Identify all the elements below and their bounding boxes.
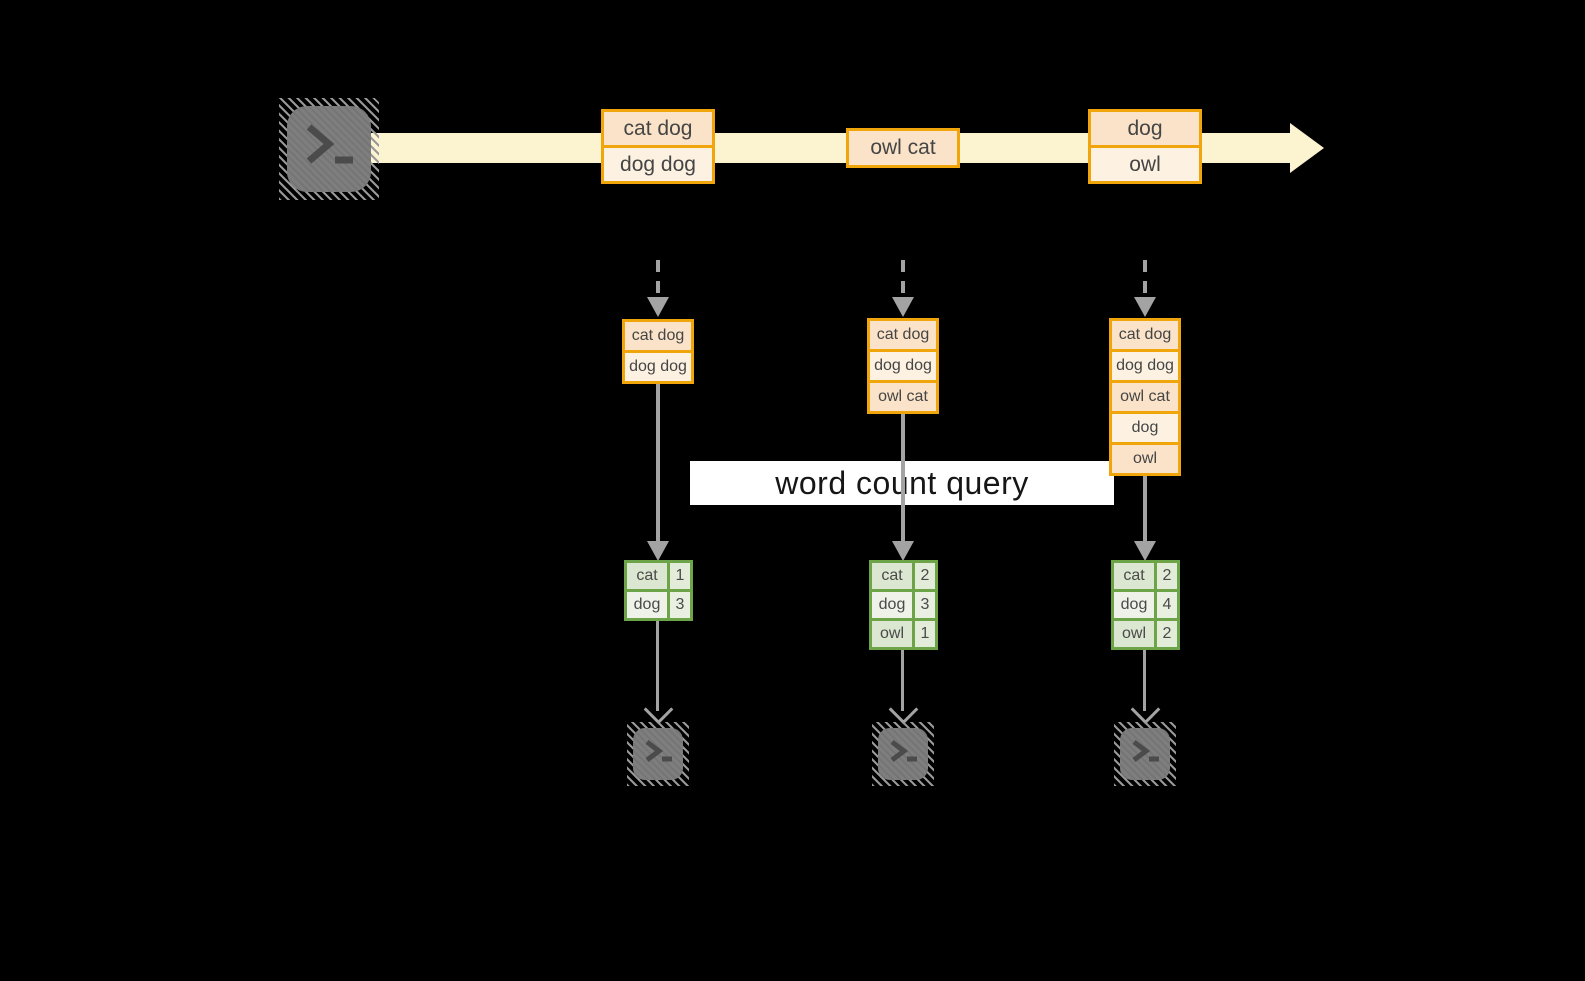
state-table-1: cat dog dog dog	[622, 319, 694, 384]
terminal-prompt-icon	[1132, 740, 1159, 762]
result-table-2: cat 2 dog 3 owl 1	[869, 560, 938, 650]
result-table-3: cat 2 dog 4 owl 2	[1111, 560, 1180, 650]
query-arrowhead-2	[892, 541, 914, 561]
result-count-cell: 2	[1154, 618, 1180, 650]
sink-arrowhead-3	[1130, 694, 1161, 725]
microbatch-arrow-2	[901, 260, 905, 297]
terminal-prompt-icon	[890, 740, 917, 762]
state-record-cell: cat dog	[1109, 318, 1181, 352]
result-word-cell: cat	[1111, 560, 1157, 592]
sink-terminal-icon-2	[872, 722, 934, 786]
result-word-cell: owl	[869, 618, 915, 650]
terminal-body	[633, 728, 683, 780]
result-word-cell: dog	[624, 589, 670, 621]
state-record-cell: cat dog	[867, 318, 939, 352]
stream-arrow-head-icon	[1290, 123, 1324, 173]
result-table-1: cat 1 dog 3	[624, 560, 693, 621]
batch-record-cell: cat dog	[601, 109, 715, 148]
sink-arrow-1	[656, 621, 659, 711]
sink-terminal-icon-3	[1114, 722, 1176, 786]
state-table-2: cat dog dog dog owl cat	[867, 318, 939, 414]
query-arrowhead-1	[647, 541, 669, 561]
result-row: dog 3	[624, 589, 693, 621]
query-arrow-3	[1143, 476, 1147, 541]
result-word-cell: dog	[869, 589, 915, 621]
result-count-cell: 3	[912, 589, 938, 621]
query-arrowhead-3	[1134, 541, 1156, 561]
microbatch-arrowhead-3	[1134, 297, 1156, 317]
state-record-cell: owl cat	[1109, 380, 1181, 414]
result-word-cell: dog	[1111, 589, 1157, 621]
terminal-body	[878, 728, 928, 780]
result-row: owl 1	[869, 618, 938, 650]
state-record-cell: dog dog	[867, 349, 939, 383]
result-word-cell: cat	[869, 560, 915, 592]
query-arrow-1	[656, 384, 660, 541]
microbatch-arrow-3	[1143, 260, 1147, 297]
result-count-cell: 2	[1154, 560, 1180, 592]
batch-record-cell: owl cat	[846, 128, 960, 168]
sink-arrow-3	[1143, 650, 1146, 711]
microbatch-arrowhead-1	[647, 297, 669, 317]
batch-record-cell: dog dog	[601, 145, 715, 184]
batch-record-cell: owl	[1088, 145, 1202, 184]
sink-arrow-2	[901, 650, 904, 711]
state-record-cell: owl	[1109, 442, 1181, 476]
batch-record-cell: dog	[1088, 109, 1202, 148]
sink-arrowhead-1	[643, 694, 674, 725]
sink-terminal-icon-1	[627, 722, 689, 786]
result-count-cell: 1	[912, 618, 938, 650]
terminal-body	[1120, 728, 1170, 780]
state-record-cell: dog	[1109, 411, 1181, 445]
state-record-cell: dog dog	[622, 350, 694, 384]
result-row: dog 4	[1111, 589, 1180, 621]
terminal-prompt-icon	[306, 124, 353, 164]
result-row: cat 2	[869, 560, 938, 592]
result-count-cell: 1	[667, 560, 693, 592]
source-terminal-icon	[279, 98, 379, 200]
result-word-cell: cat	[624, 560, 670, 592]
microbatch-arrowhead-2	[892, 297, 914, 317]
stream-batch-box-2: owl cat	[846, 128, 960, 168]
result-row: cat 2	[1111, 560, 1180, 592]
result-row: cat 1	[624, 560, 693, 592]
result-row: dog 3	[869, 589, 938, 621]
stream-batch-box-3: dog owl	[1088, 109, 1202, 184]
sink-arrowhead-2	[888, 694, 919, 725]
state-record-cell: owl cat	[867, 380, 939, 414]
state-table-3: cat dog dog dog owl cat dog owl	[1109, 318, 1181, 476]
query-arrow-2	[901, 414, 905, 541]
result-count-cell: 4	[1154, 589, 1180, 621]
terminal-body	[287, 106, 371, 192]
state-record-cell: cat dog	[622, 319, 694, 353]
result-count-cell: 3	[667, 589, 693, 621]
result-word-cell: owl	[1111, 618, 1157, 650]
result-count-cell: 2	[912, 560, 938, 592]
terminal-prompt-icon	[645, 740, 672, 762]
state-record-cell: dog dog	[1109, 349, 1181, 383]
microbatch-arrow-1	[656, 260, 660, 297]
stream-batch-box-1: cat dog dog dog	[601, 109, 715, 184]
result-row: owl 2	[1111, 618, 1180, 650]
